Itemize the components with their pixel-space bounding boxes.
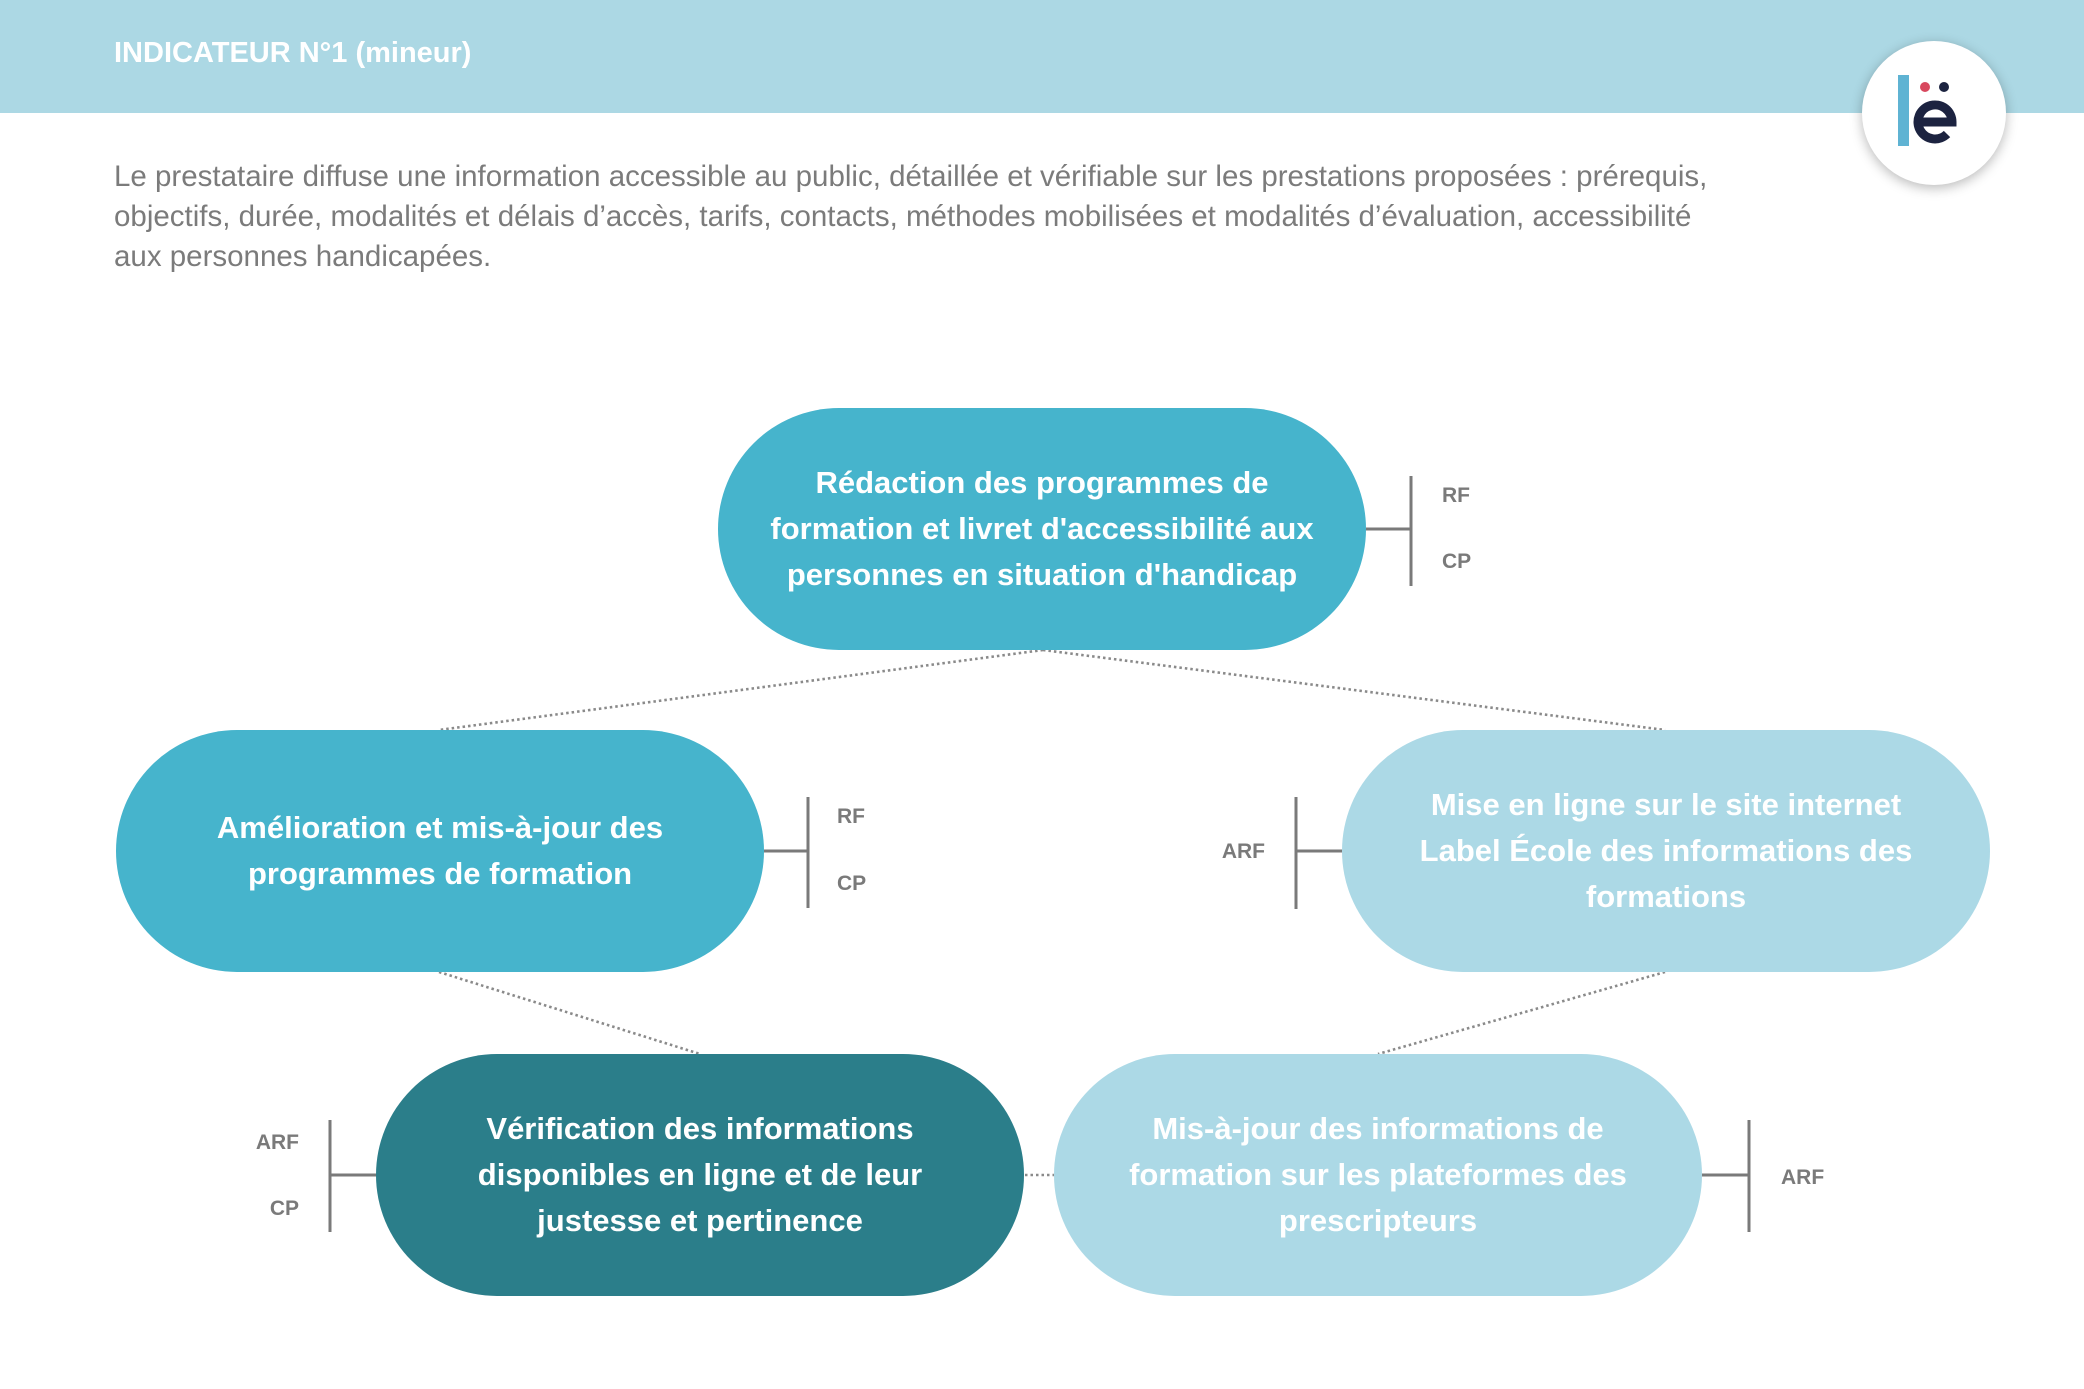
- role-tag-cp: CP: [1442, 550, 1472, 573]
- node-text-line: personnes en situation d'handicap: [786, 557, 1298, 592]
- bracket-mise-a-jour: [1702, 1120, 1751, 1232]
- node-mise-en-ligne-site: Mise en ligne sur le site internet Label…: [1342, 730, 1990, 972]
- bracket-mise-en-ligne: [1294, 797, 1342, 909]
- bracket-redaction: [1366, 476, 1413, 586]
- role-tag-rf: RF: [1442, 484, 1470, 507]
- connector-redaction-amelioration: [438, 648, 1044, 732]
- node-text-line: Vérification des informations: [486, 1111, 914, 1146]
- role-tag-rf: RF: [837, 805, 865, 828]
- logo-mark: [1898, 75, 1957, 146]
- node-text-line: Label École des informations des: [1419, 833, 1913, 868]
- connector-redaction-mise-en-ligne: [1042, 648, 1666, 732]
- description-line: aux personnes handicapées.: [114, 240, 492, 273]
- node-text-line: disponibles en ligne et de leur: [477, 1157, 923, 1192]
- node-text-line: formation et livret d'accessibilité aux: [770, 511, 1314, 546]
- bracket-verification: [328, 1120, 376, 1232]
- connector-amelioration-verification: [438, 970, 701, 1056]
- logo-dot-left: [1920, 82, 1930, 92]
- page-title: INDICATEUR N°1 (mineur): [114, 37, 472, 69]
- header-band: INDICATEUR N°1 (mineur): [0, 0, 2084, 113]
- node-text-line: programmes de formation: [247, 856, 633, 891]
- node-text-line: justesse et pertinence: [537, 1203, 863, 1238]
- node-amelioration-programmes: Amélioration et mis-à-jour des programme…: [116, 730, 764, 972]
- node-text-line: formations: [1585, 879, 1747, 914]
- logo-letter-e: [1913, 100, 1957, 144]
- logo-letter-l: [1898, 75, 1909, 146]
- node-redaction-programmes: Rédaction des programmes de formation et…: [718, 408, 1366, 650]
- connector-mise-en-ligne-mise-a-jour: [1377, 970, 1666, 1056]
- description-line: Le prestataire diffuse une information a…: [114, 160, 1708, 193]
- role-tag-arf: ARF: [255, 1131, 299, 1154]
- node-text-line: Mise en ligne sur le site internet: [1430, 787, 1902, 822]
- node-verification-informations: Vérification des informations disponible…: [376, 1054, 1024, 1296]
- bracket-amelioration: [764, 797, 810, 908]
- role-tag-arf: ARF: [1221, 840, 1265, 863]
- node-text-line: formation sur les plateformes des: [1129, 1157, 1627, 1192]
- node-text-line: Amélioration et mis-à-jour des: [216, 810, 664, 845]
- role-tag-cp: CP: [269, 1197, 299, 1220]
- node-text-line: prescripteurs: [1278, 1203, 1478, 1238]
- indicator-description: Le prestataire diffuse une information a…: [114, 157, 1874, 277]
- node-text-line: Mis-à-jour des informations de: [1152, 1111, 1604, 1146]
- ecole-logo-icon: [1862, 41, 2006, 185]
- node-mise-a-jour-plateformes: Mis-à-jour des informations de formation…: [1054, 1054, 1702, 1296]
- logo-dot-right: [1939, 82, 1949, 92]
- role-tag-cp: CP: [837, 872, 867, 895]
- description-line: objectifs, durée, modalités et délais d’…: [114, 200, 1692, 233]
- node-text-line: Rédaction des programmes de: [815, 465, 1269, 500]
- role-tag-arf: ARF: [1781, 1166, 1825, 1189]
